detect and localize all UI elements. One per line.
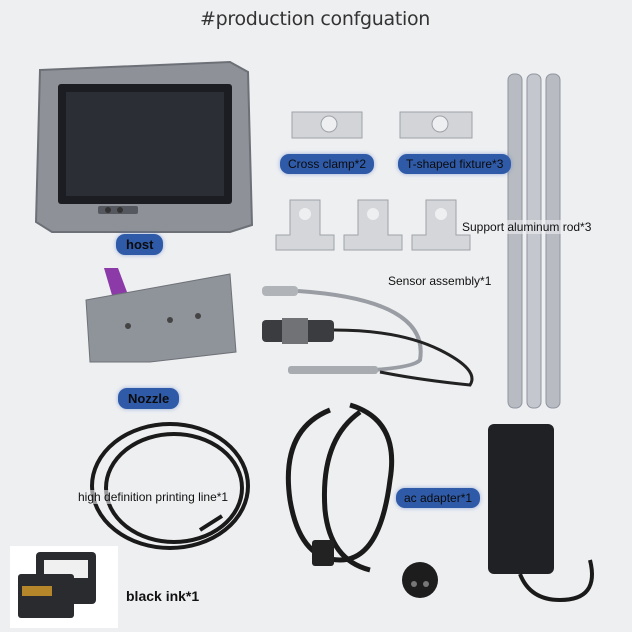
label-support-rod: Support aluminum rod*3 xyxy=(462,220,592,234)
page-title: #production confguation xyxy=(200,8,431,30)
label-nozzle: Nozzle xyxy=(118,388,180,409)
label-black-ink: black ink*1 xyxy=(126,588,200,604)
label-sensor-assembly: Sensor assembly*1 xyxy=(388,274,492,288)
nozzle-device xyxy=(85,268,237,363)
label-cross-clamp: Cross clamp*2 xyxy=(280,154,375,174)
host-device xyxy=(34,60,254,233)
ac-power-cable xyxy=(285,402,438,598)
cross-clamps xyxy=(291,111,473,139)
ac-adapter xyxy=(488,424,594,603)
sensor-assembly xyxy=(262,286,474,387)
label-t-fixture: T-shaped fixture*3 xyxy=(398,154,512,174)
support-rods xyxy=(507,73,561,409)
t-shaped-fixtures xyxy=(275,199,471,251)
printing-line-cable xyxy=(90,422,250,550)
label-ac-adapter: ac adapter*1 xyxy=(396,488,481,508)
black-ink-cartridge xyxy=(10,546,118,628)
label-printing-line: high definition printing line*1 xyxy=(78,490,229,504)
label-host: host xyxy=(116,234,164,255)
